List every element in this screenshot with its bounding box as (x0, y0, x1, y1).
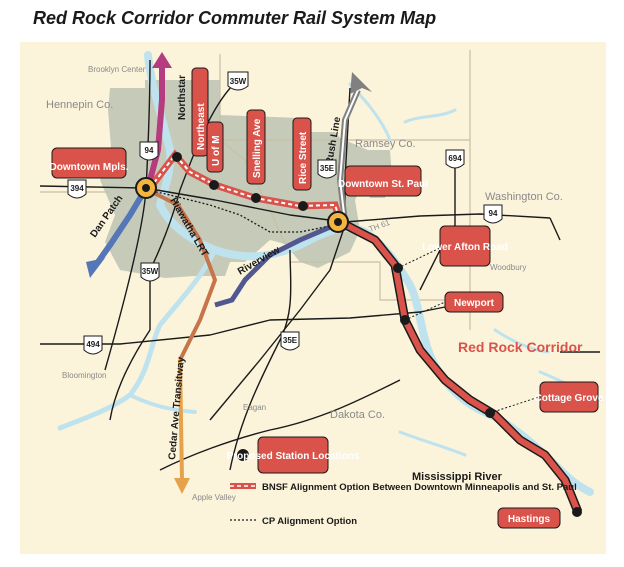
label-hennepin: Hennepin Co. (46, 99, 113, 111)
red-rock-corridor-line (337, 217, 583, 514)
map-background (20, 42, 606, 554)
svg-text:Lower Afton Road: Lower Afton Road (422, 242, 508, 253)
label-washington: Washington Co. (485, 191, 563, 203)
hub-downtown-mpls[interactable] (135, 177, 157, 199)
station-dot-u-of-m (209, 180, 219, 190)
riverview-line (214, 222, 336, 308)
station-label-hastings[interactable]: Hastings (497, 507, 561, 529)
station-label-cottage-grove[interactable]: Cottage Grove (535, 381, 604, 413)
station-dot-cottage-grove (485, 408, 495, 418)
legend-bnsf-label: BNSF Alignment Option Between Downtown M… (262, 482, 577, 493)
svg-text:94: 94 (145, 146, 154, 155)
label-ramsey: Ramsey Co. (355, 138, 416, 150)
label-dakota: Dakota Co. (330, 409, 385, 421)
svg-text:494: 494 (86, 340, 100, 349)
label-woodbury: Woodbury (490, 263, 526, 272)
svg-text:Rice Street: Rice Street (298, 131, 309, 184)
label-eagan: Eagan (243, 403, 266, 412)
shield-694: 694 (445, 149, 465, 169)
station-label-snelling[interactable]: Snelling Ave (246, 109, 266, 185)
shield-35e-south: 35E (280, 331, 300, 351)
label-red-rock-corridor: Red Rock Corridor (458, 339, 583, 355)
rush-line (336, 72, 372, 223)
shield-494: 494 (83, 335, 103, 355)
svg-text:394: 394 (70, 184, 84, 193)
place-labels: Brooklyn Center Hennepin Co. Ramsey Co. … (46, 65, 583, 502)
station-leaders (397, 247, 543, 414)
svg-text:Downtown Mpls.: Downtown Mpls. (50, 162, 129, 173)
dan-patch-line (86, 188, 148, 278)
shield-94-east: 94 (483, 204, 503, 224)
svg-text:35W: 35W (142, 267, 159, 276)
station-label-rice[interactable]: Rice Street (292, 117, 312, 191)
station-dot-lower-afton (393, 263, 403, 273)
station-label-u-of-m[interactable]: U of M (206, 121, 224, 173)
svg-text:Hastings: Hastings (508, 514, 551, 525)
svg-text:35E: 35E (320, 164, 335, 173)
shield-35w-north: 35W (227, 71, 249, 91)
station-label-downtown-mpls[interactable]: Downtown Mpls. (50, 147, 129, 179)
station-dot-northeast (172, 152, 182, 162)
hub-downtown-stpaul[interactable] (327, 211, 349, 233)
station-label-lower-afton[interactable]: Lower Afton Road (422, 225, 508, 267)
northstar-line (145, 52, 172, 189)
shield-35e-north: 35E (317, 159, 337, 179)
legend-station-dot (237, 449, 249, 461)
svg-text:Newport: Newport (454, 298, 495, 309)
legend: Proposed Station Locations BNSF Alignmen… (227, 436, 577, 527)
shield-394: 394 (67, 179, 87, 199)
station-label-newport[interactable]: Newport (444, 291, 504, 313)
legend-station-label: Proposed Station Locations (227, 451, 360, 462)
svg-text:Snelling Ave: Snelling Ave (252, 118, 263, 178)
svg-text:Northeast: Northeast (196, 103, 207, 150)
map-title: Red Rock Corridor Commuter Rail System M… (33, 8, 437, 28)
cedar-line (174, 359, 190, 494)
svg-text:Cottage Grove: Cottage Grove (535, 393, 604, 404)
hiawatha-line (147, 188, 218, 361)
station-dot-rice (298, 201, 308, 211)
svg-text:35E: 35E (283, 336, 298, 345)
label-brooklyn-center: Brooklyn Center (88, 65, 146, 74)
svg-text:35W: 35W (230, 77, 247, 86)
svg-text:Downtown St. Paul: Downtown St. Paul (338, 179, 428, 190)
label-mississippi: Mississippi River (412, 471, 503, 483)
station-dot-hastings (572, 507, 582, 517)
svg-text:694: 694 (448, 154, 462, 163)
rivers (57, 51, 602, 496)
svg-text:94: 94 (489, 209, 498, 218)
station-dot-snelling (251, 193, 261, 203)
label-apple-valley: Apple Valley (192, 493, 236, 502)
label-bloomington: Bloomington (62, 371, 106, 380)
station-dot-newport (400, 315, 410, 325)
shield-94-west: 94 (139, 141, 159, 161)
station-label-northeast[interactable]: Northeast (191, 67, 209, 157)
shield-35w-south: 35W (140, 262, 160, 282)
svg-text:U of M: U of M (211, 135, 222, 166)
station-label-downtown-stpaul[interactable]: Downtown St. Paul (338, 165, 428, 197)
legend-station-box (257, 436, 329, 474)
station-dots (172, 152, 582, 517)
legend-cp-label: CP Alignment Option (262, 516, 357, 527)
label-northstar: Northstar (177, 75, 188, 120)
